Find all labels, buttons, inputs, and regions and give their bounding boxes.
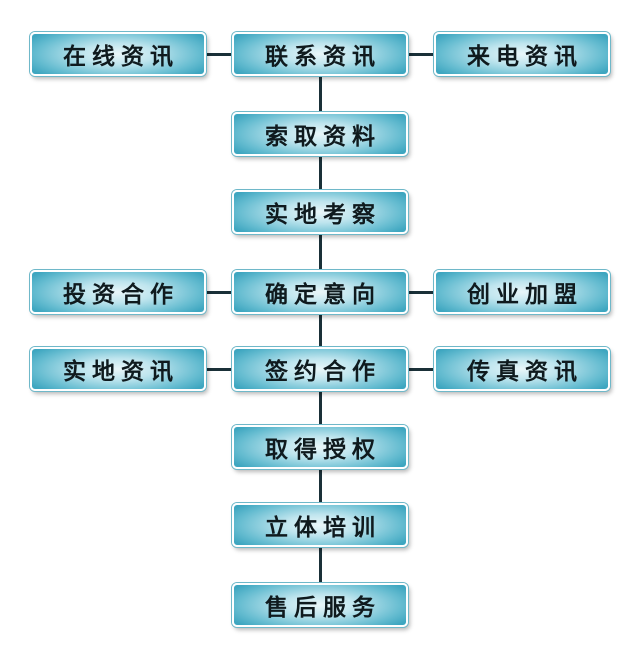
step-box-sign[interactable]: 签约合作 xyxy=(232,347,408,391)
step-label: 取得授权 xyxy=(265,436,381,463)
branch-label: 来电资讯 xyxy=(467,43,583,70)
step-box-aftersales[interactable]: 售后服务 xyxy=(232,583,408,627)
branch-box-fax[interactable]: 传真资讯 xyxy=(434,347,610,391)
branch-box-onsite[interactable]: 实地资讯 xyxy=(30,347,206,391)
step-box-training[interactable]: 立体培训 xyxy=(232,503,408,547)
step-box-contact[interactable]: 联系资讯 xyxy=(232,32,408,76)
step-label: 确定意向 xyxy=(265,281,381,308)
step-label: 售后服务 xyxy=(265,594,381,621)
branch-box-franchise[interactable]: 创业加盟 xyxy=(434,270,610,314)
branch-label: 实地资讯 xyxy=(63,358,179,385)
branch-label: 在线资讯 xyxy=(63,43,179,70)
branch-label: 投资合作 xyxy=(63,281,179,308)
step-box-inspect[interactable]: 实地考察 xyxy=(232,190,408,234)
step-label: 签约合作 xyxy=(265,358,381,385)
step-label: 立体培训 xyxy=(265,514,381,541)
step-box-authorize[interactable]: 取得授权 xyxy=(232,425,408,469)
branch-label: 创业加盟 xyxy=(467,281,583,308)
branch-box-online[interactable]: 在线资讯 xyxy=(30,32,206,76)
vertical-connector xyxy=(318,54,322,605)
branch-label: 传真资讯 xyxy=(467,358,583,385)
step-box-request[interactable]: 索取资料 xyxy=(232,112,408,156)
step-label: 索取资料 xyxy=(265,123,381,150)
step-box-intent[interactable]: 确定意向 xyxy=(232,270,408,314)
step-label: 实地考察 xyxy=(265,201,381,228)
step-label: 联系资讯 xyxy=(265,43,381,70)
branch-box-call[interactable]: 来电资讯 xyxy=(434,32,610,76)
branch-box-invest[interactable]: 投资合作 xyxy=(30,270,206,314)
